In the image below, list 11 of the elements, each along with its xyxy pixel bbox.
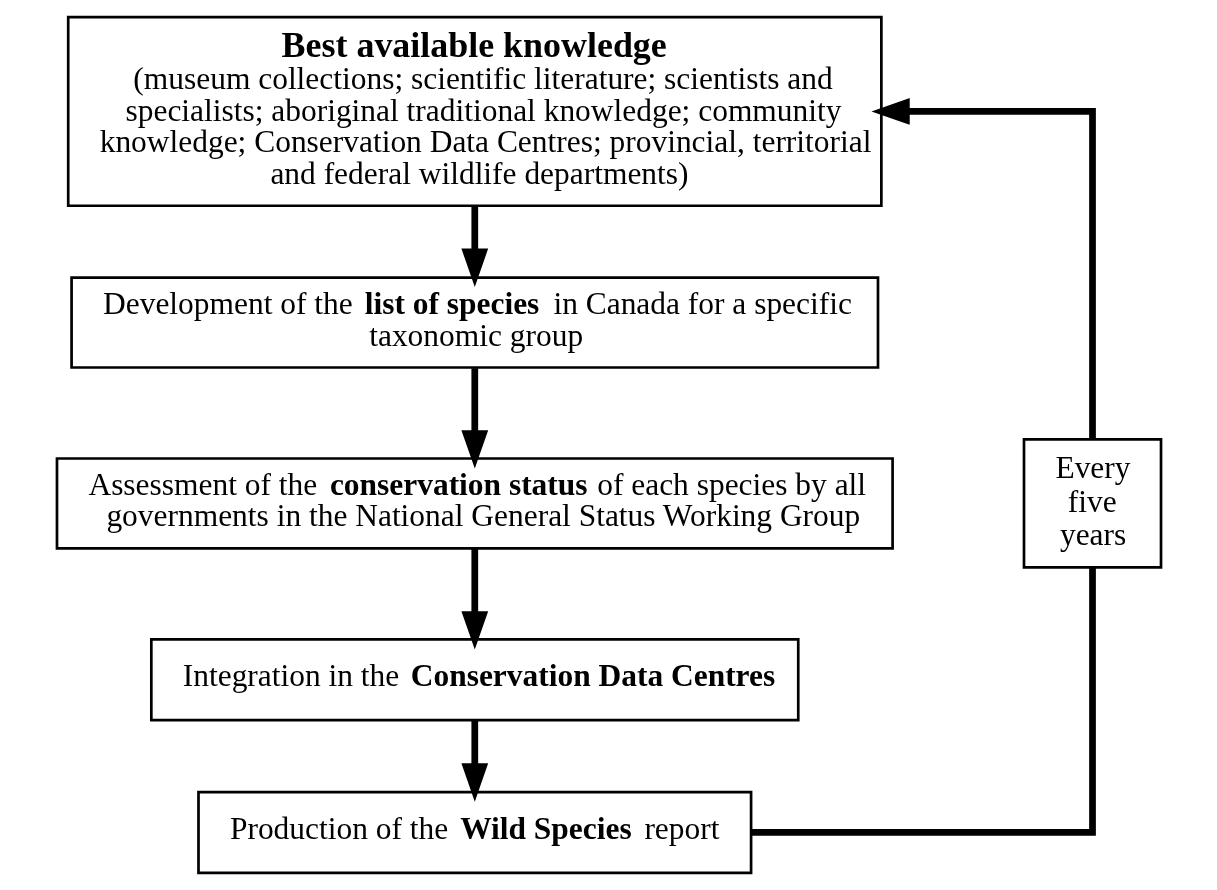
node-box: Integration in the Conservation Data Centres xyxy=(149,637,800,722)
node-box: Every five years xyxy=(1022,438,1162,569)
connector xyxy=(750,567,1096,836)
node-box: Best available knowledge (museum collections; scientific literature; scientists and specialists; aboriginal traditional knowledge; community knowledge; Conservation Data Centres; provincial, territorial and federal wildlife departments) xyxy=(66,15,883,208)
arrow xyxy=(460,720,488,802)
arrow xyxy=(460,548,488,650)
arrow xyxy=(460,205,488,287)
node-box: Assessment of the conservation status of each species by all governments in the National General Status Working Group xyxy=(55,457,894,550)
arrow xyxy=(870,98,1096,439)
node-box: Development of the list of species in Canada for a specific taxonomic group xyxy=(69,276,879,369)
node-box: Production of the Wild Species report xyxy=(196,790,752,875)
